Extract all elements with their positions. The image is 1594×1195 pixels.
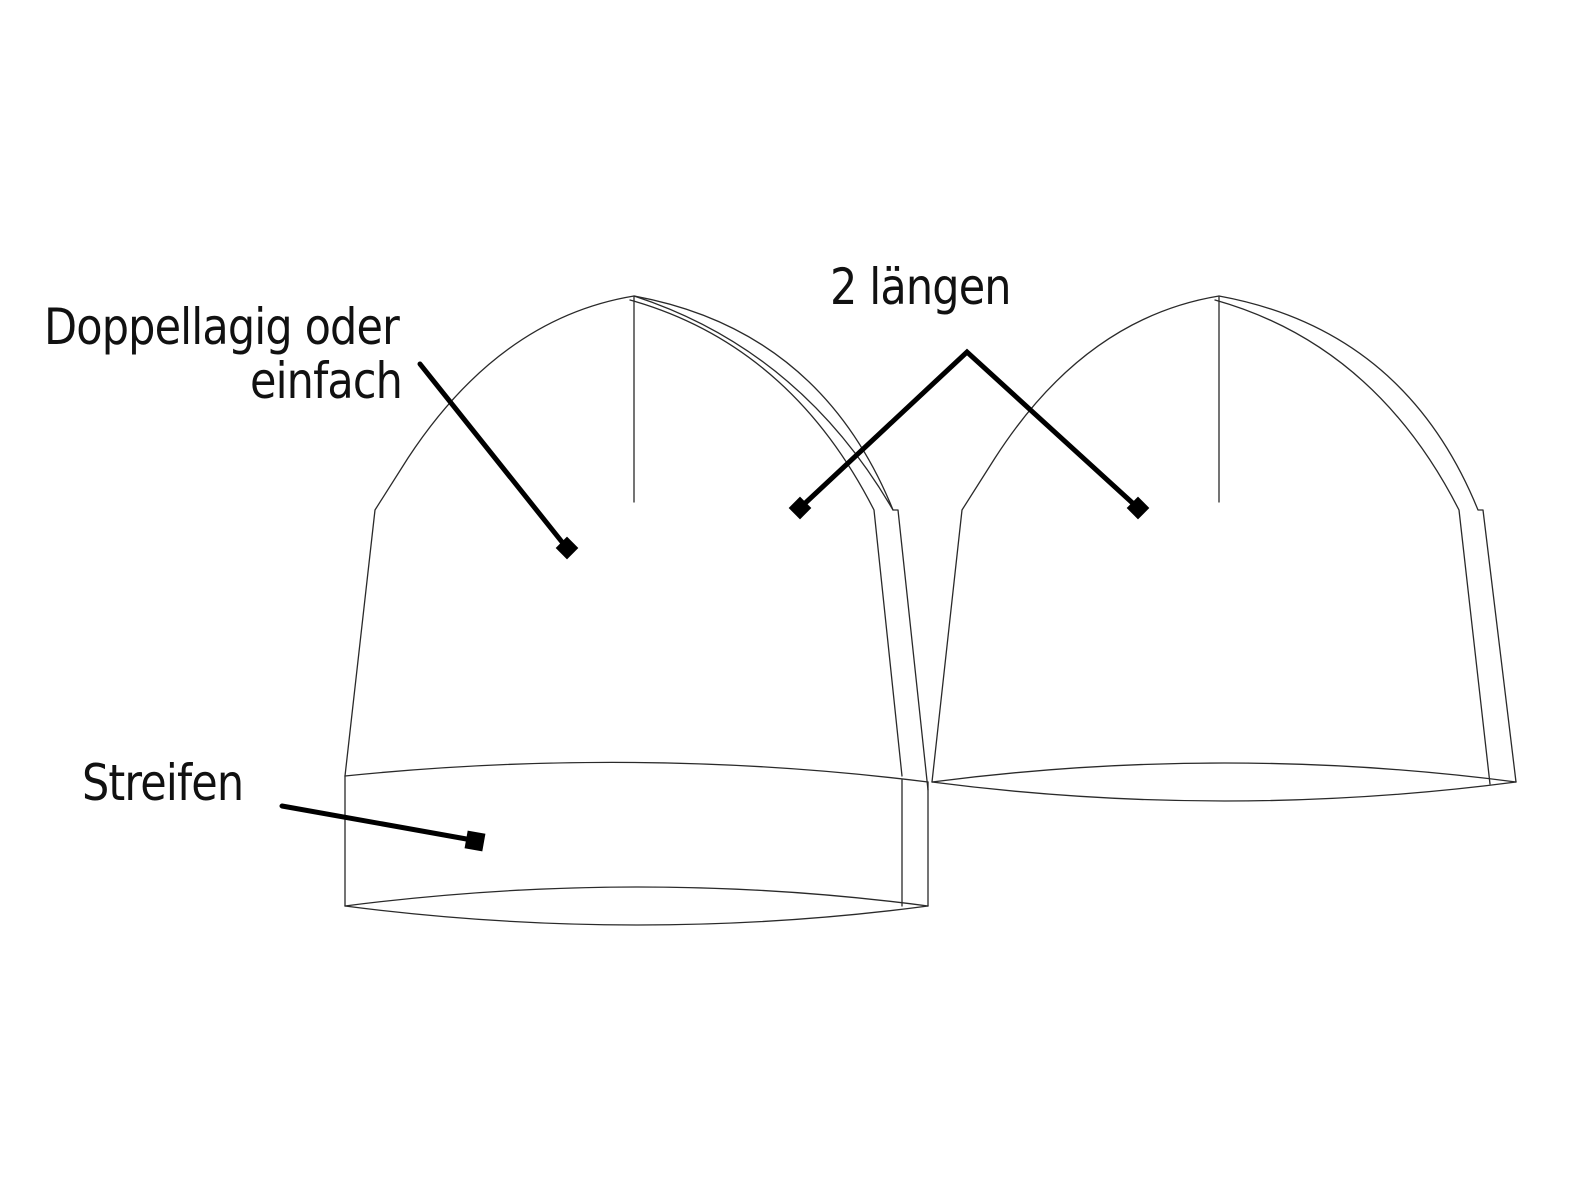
pointer-double-layer bbox=[417, 361, 579, 560]
left-beanie-band-top bbox=[344, 761, 929, 783]
pointer-lengths-marker-right bbox=[1126, 496, 1150, 520]
label-double-layer-line1: Doppellagig oder bbox=[44, 298, 400, 356]
right-beanie-side-seam-inner bbox=[1214, 299, 1491, 785]
left-beanie-side-seam-outer bbox=[633, 295, 894, 511]
left-beanie-band-bottom-front bbox=[344, 886, 929, 907]
label-stripe: Streifen bbox=[82, 754, 244, 812]
beanie-short bbox=[931, 295, 1517, 802]
pointer-stripe bbox=[279, 803, 486, 852]
right-beanie-hem-back bbox=[931, 781, 1517, 802]
pointer-double-layer-marker bbox=[555, 536, 579, 560]
label-double-layer-line2: einfach bbox=[250, 352, 403, 410]
left-beanie-side-seam-inner bbox=[629, 299, 903, 777]
pointer-stripe-marker bbox=[464, 830, 486, 852]
right-beanie-hem-front bbox=[931, 762, 1517, 783]
label-two-lengths: 2 längen bbox=[830, 258, 1012, 316]
left-beanie-crown-outline bbox=[344, 295, 929, 791]
left-beanie-band-bottom-back bbox=[344, 905, 929, 926]
beanie-with-band bbox=[344, 295, 929, 926]
pointer-lengths bbox=[788, 348, 1150, 520]
right-beanie-crown-outline bbox=[931, 295, 1517, 783]
pointer-lengths-marker-left bbox=[788, 496, 812, 520]
